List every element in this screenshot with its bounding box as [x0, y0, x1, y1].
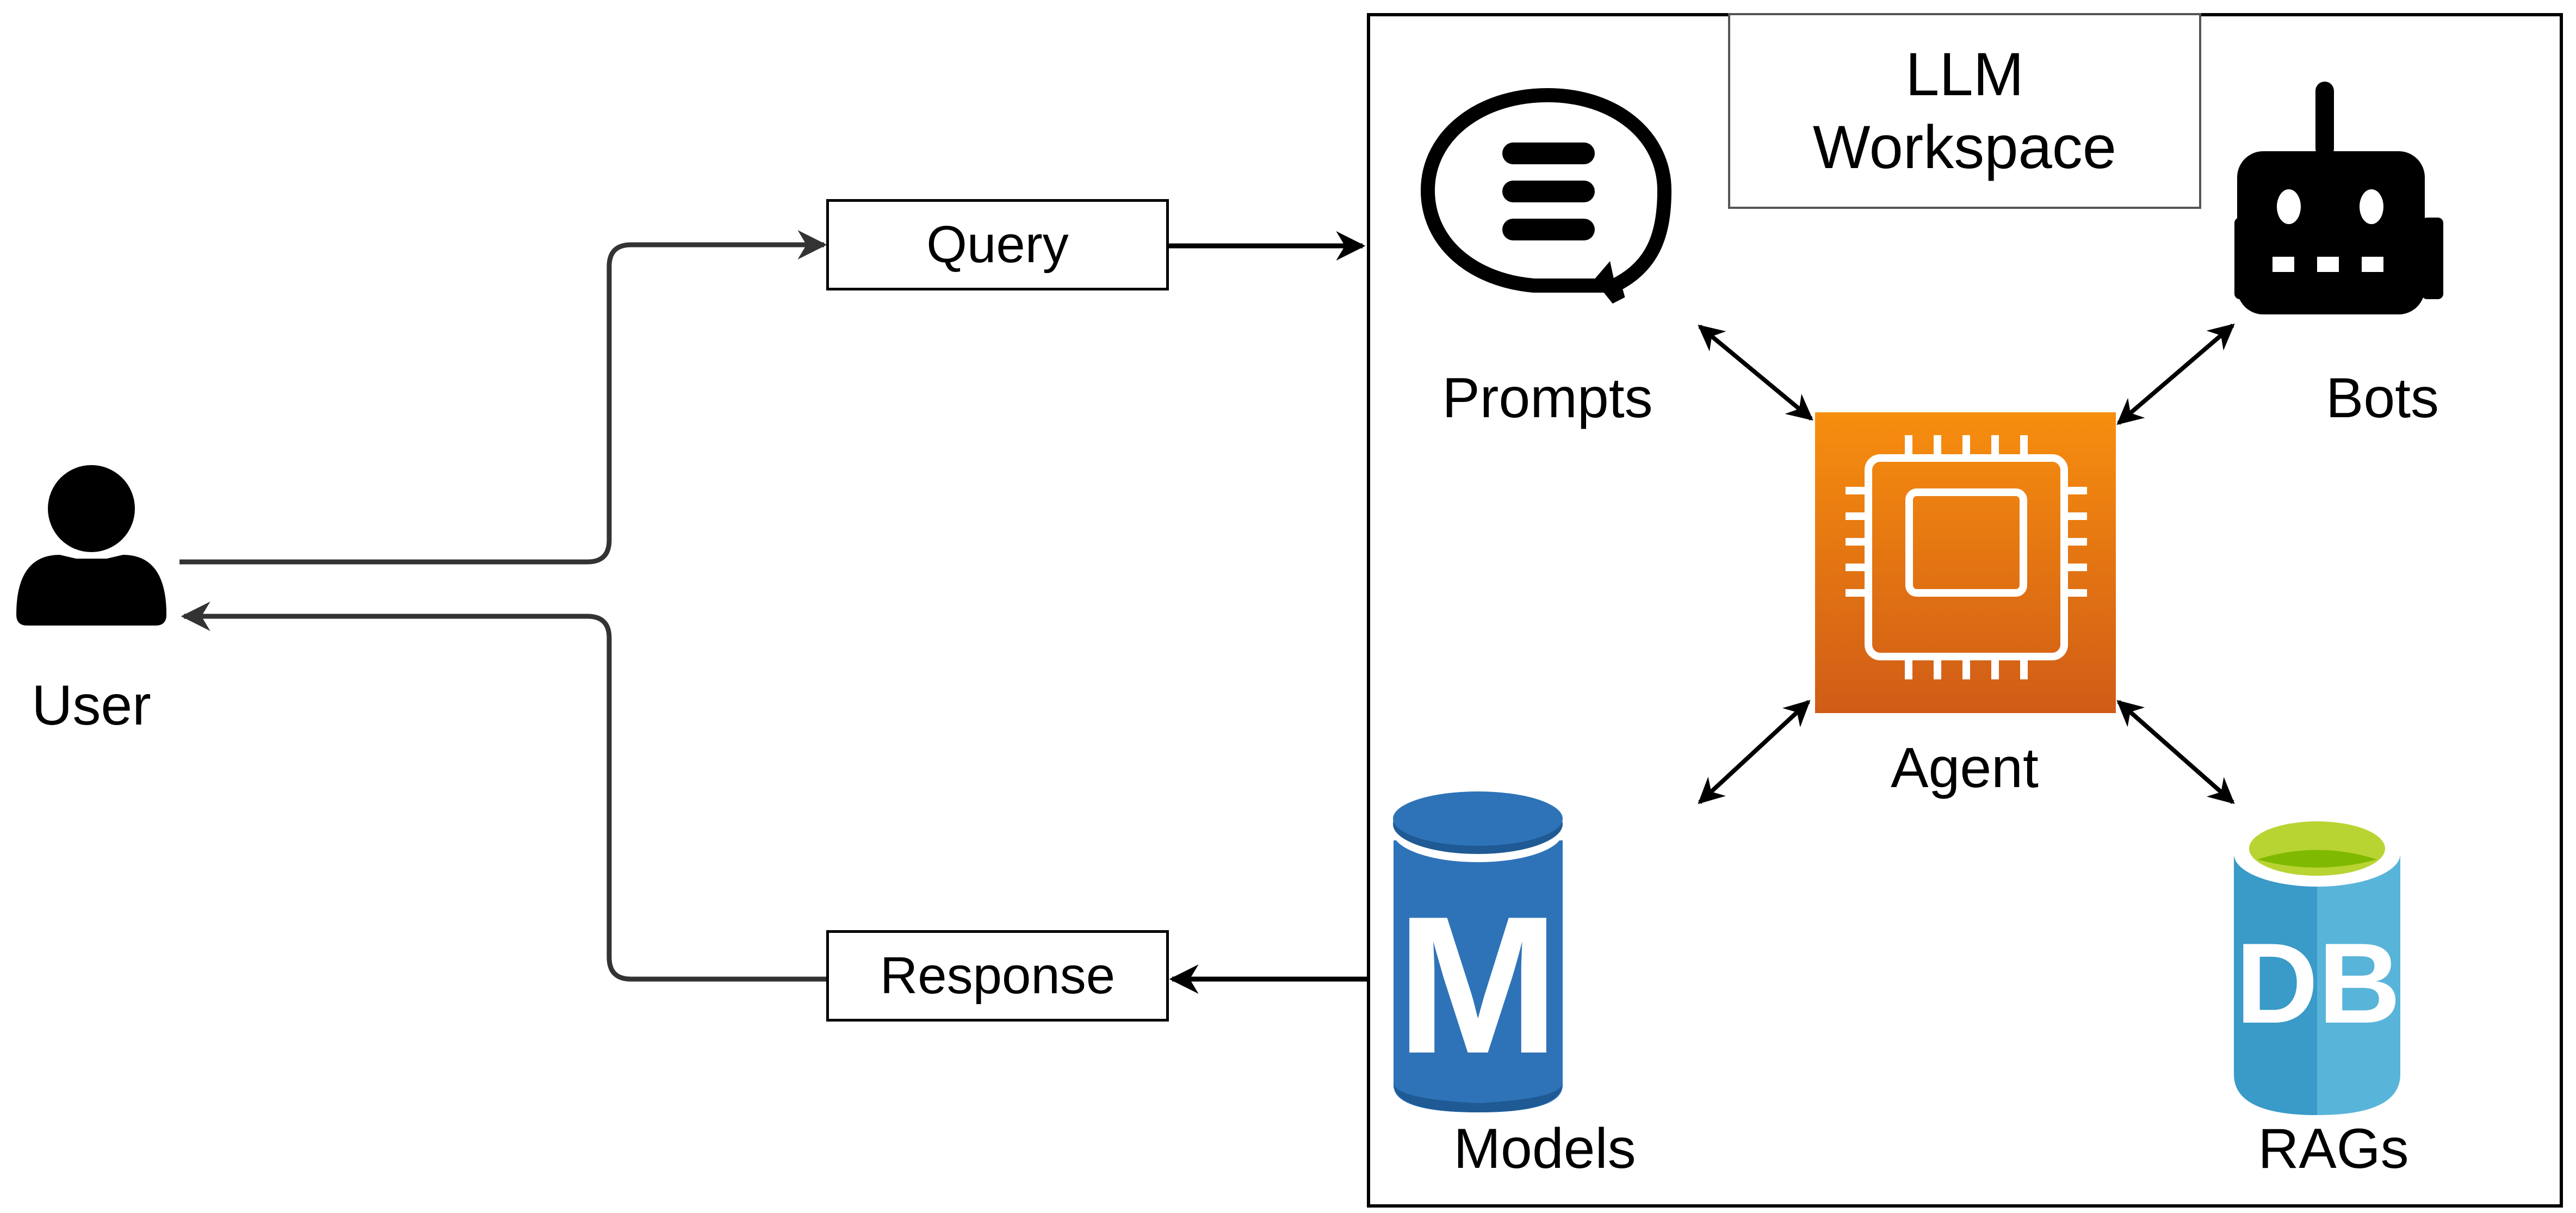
edge-agent-prompts	[1698, 324, 1813, 421]
workspace-title-line1: LLM	[1905, 40, 2024, 108]
cpu-chip-icon[interactable]	[1815, 412, 2116, 713]
chip-pin	[1846, 564, 1868, 571]
chip-pin	[2064, 589, 2087, 597]
query-label-box[interactable]: Query	[826, 199, 1169, 290]
chip-pin	[2064, 512, 2087, 520]
edge-agent-rags	[2116, 700, 2235, 804]
chip-pin	[2020, 657, 2028, 679]
chip-pin	[1991, 435, 1999, 458]
user-label: User	[32, 674, 151, 737]
chip-pin	[1934, 657, 1941, 679]
chip-pin	[1846, 589, 1868, 597]
database-db-icon[interactable]: DB	[2234, 821, 2401, 1115]
llm-workspace-title: LLM Workspace	[1728, 13, 2201, 209]
chip-pin	[1846, 538, 1868, 546]
user-icon[interactable]	[16, 465, 166, 626]
chip-pin	[1962, 657, 1970, 679]
database-m-icon[interactable]: M	[1393, 791, 1563, 1112]
chip-pin	[1846, 512, 1868, 520]
rags-glyph: DB	[2236, 919, 2400, 1047]
chip-pin	[2064, 487, 2087, 494]
chip-pin	[1991, 657, 1999, 679]
models-glyph: M	[1396, 876, 1559, 1094]
chip-pin	[2064, 564, 2087, 571]
edge-agent-models	[1698, 700, 1811, 804]
chip-pin	[2020, 435, 2028, 458]
robot-icon[interactable]	[2234, 82, 2443, 314]
prompts-label: Prompts	[1442, 367, 1653, 430]
speech-bubble-icon[interactable]	[1420, 88, 1672, 304]
edge-user-to-query	[179, 230, 827, 565]
chip-pin	[1905, 435, 1912, 458]
chip-pin	[2064, 538, 2087, 546]
chip-pin	[1962, 435, 1970, 458]
edge-response-to-user	[181, 602, 826, 982]
models-label: Models	[1453, 1117, 1636, 1180]
chip-pin	[1905, 657, 1912, 679]
bots-label: Bots	[2325, 367, 2439, 430]
query-label: Query	[926, 215, 1069, 274]
workspace-title-line2: Workspace	[1812, 113, 2117, 181]
chip-pin	[1934, 435, 1941, 458]
chip-pin	[1846, 487, 1868, 494]
rags-label: RAGs	[2258, 1117, 2409, 1180]
agent-label: Agent	[1891, 737, 2039, 800]
response-label-box[interactable]: Response	[826, 930, 1169, 1022]
response-label: Response	[880, 946, 1116, 1005]
edge-agent-bots	[2116, 323, 2235, 425]
